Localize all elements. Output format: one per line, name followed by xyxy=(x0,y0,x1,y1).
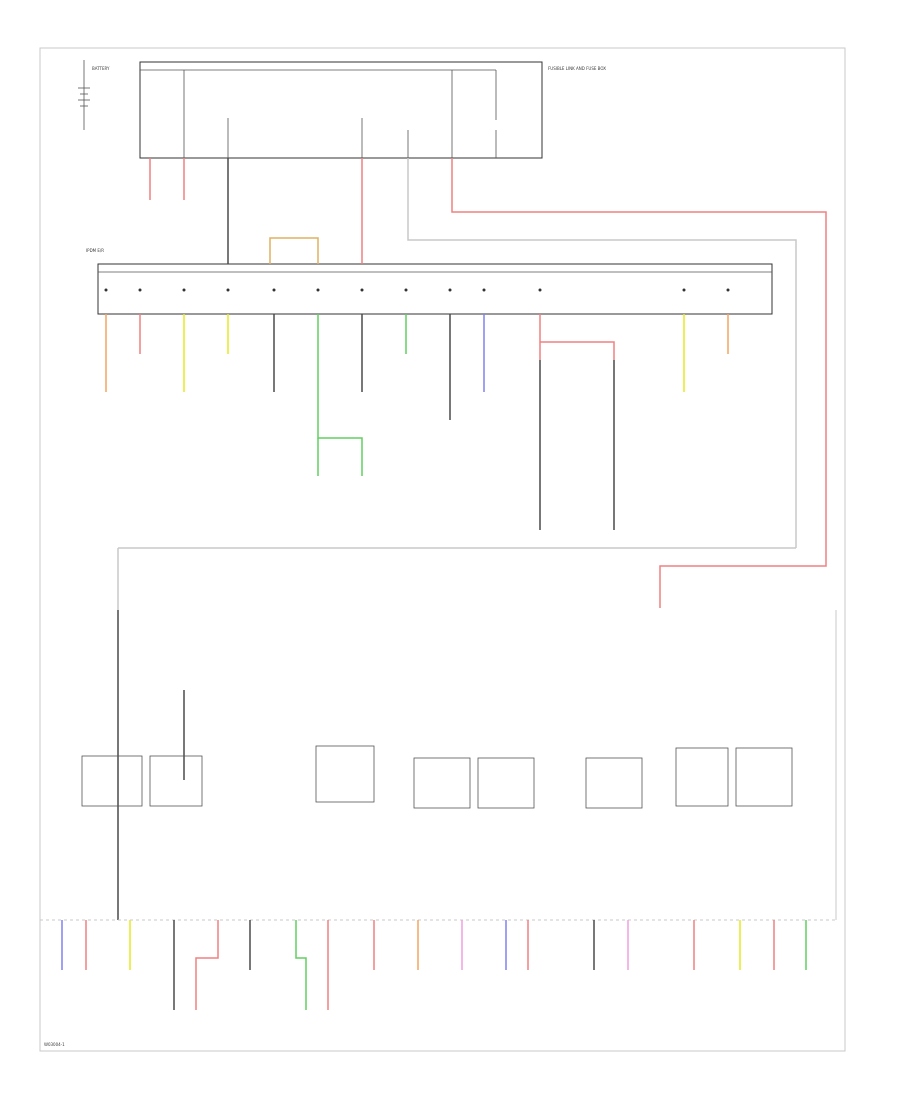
relay-boxes xyxy=(81,745,793,809)
wires-top xyxy=(149,158,827,608)
wires-mid xyxy=(117,547,796,920)
wires-ipdm-out xyxy=(105,314,729,530)
fusible-link-box-label: FUSIBLE LINK AND FUSE BOX xyxy=(548,66,606,71)
diagram-frame xyxy=(39,47,846,1052)
fuse-marks-ipdm xyxy=(104,288,730,292)
wires-bottom xyxy=(61,920,807,1010)
ipdm-box: IPDM E/R xyxy=(86,248,773,315)
footer-code: W03004-1 xyxy=(44,1042,65,1047)
ipdm-label: IPDM E/R xyxy=(86,248,104,253)
fusible-link-box: FUSIBLE LINK AND FUSE BOX xyxy=(139,61,606,159)
battery-symbol: BATTERY xyxy=(78,60,110,130)
bottom-connector xyxy=(40,610,837,921)
battery-label: BATTERY xyxy=(92,66,110,71)
